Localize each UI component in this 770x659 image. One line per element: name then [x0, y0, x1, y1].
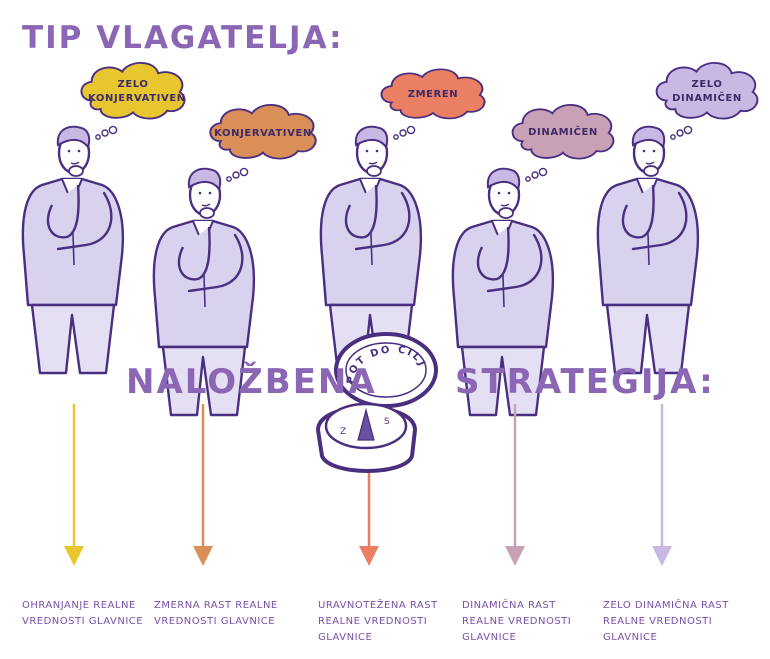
strategy-arrows [64, 404, 672, 566]
investor-very-dynamic [596, 61, 759, 375]
investor-type-line: KONJERVATIVEN [214, 128, 312, 139]
arrow-head-icon [193, 546, 213, 566]
investor-type-line: DINAMIČEN [528, 127, 598, 138]
investor-type-line: ZMEREN [407, 89, 459, 100]
strategy-conservative: ZMERNA RAST REALNE VREDNOSTI GLAVNICE [154, 598, 278, 630]
arrow-head-icon [652, 546, 672, 566]
strategy-moderate: URAVNOTEŽENA RAST REALNE VREDNOSTI GLAVN… [318, 598, 438, 646]
strategy-line: REALNE VREDNOSTI [603, 616, 713, 627]
page-title: TIP VLAGATELJA: [22, 20, 344, 56]
investor-type-moderate: ZMEREN [393, 88, 473, 102]
investor-type-conservative: KONJERVATIVEN [213, 127, 313, 141]
thinking-person-icon [596, 125, 700, 375]
compass-dial-z: Z [340, 427, 346, 437]
strategy-line: DINAMIČNA RAST [462, 600, 556, 611]
investor-type-line: DINAMIČEN [672, 93, 742, 104]
arrow-head-icon [64, 546, 84, 566]
compass-needle [357, 407, 375, 441]
label-strategy: STRATEGIJA: [455, 362, 715, 402]
strategy-line: ZELO DINAMIČNA RAST [603, 600, 729, 611]
strategy-dynamic: DINAMIČNA RAST REALNE VREDNOSTI GLAVNICE [462, 598, 571, 646]
strategy-line: URAVNOTEŽENA RAST [318, 600, 438, 611]
strategy-very-conservative: OHRANJANJE REALNE VREDNOSTI GLAVNICE [22, 598, 143, 630]
strategy-line: GLAVNICE [603, 632, 658, 643]
arrow-head-icon [505, 546, 525, 566]
investor-type-very-conservative: ZELO KONJERVATIVEN [88, 78, 186, 106]
investor-type-dynamic: DINAMIČEN [520, 126, 606, 140]
investor-type-very-dynamic: ZELO DINAMIČEN [664, 78, 750, 106]
strategy-line: OHRANJANJE REALNE [22, 600, 136, 611]
strategy-line: GLAVNICE [318, 632, 373, 643]
strategy-line: ZMERNA RAST REALNE [154, 600, 278, 611]
compass-dial-s: S [384, 417, 390, 427]
strategy-line: GLAVNICE [462, 632, 517, 643]
arrow-head-icon [359, 546, 379, 566]
strategy-line: REALNE VREDNOSTI [318, 616, 428, 627]
investor-type-line: ZELO [691, 79, 723, 90]
strategy-line: REALNE VREDNOSTI [462, 616, 572, 627]
strategy-very-dynamic: ZELO DINAMIČNA RAST REALNE VREDNOSTI GLA… [603, 598, 729, 646]
label-investment: NALOŽBENA [126, 362, 377, 402]
strategy-line: VREDNOSTI GLAVNICE [154, 616, 276, 627]
investor-type-line: ZELO [117, 79, 149, 90]
investor-type-line: KONJERVATIVEN [88, 93, 186, 104]
strategy-line: VREDNOSTI GLAVNICE [22, 616, 144, 627]
thinking-person-icon [21, 125, 125, 375]
